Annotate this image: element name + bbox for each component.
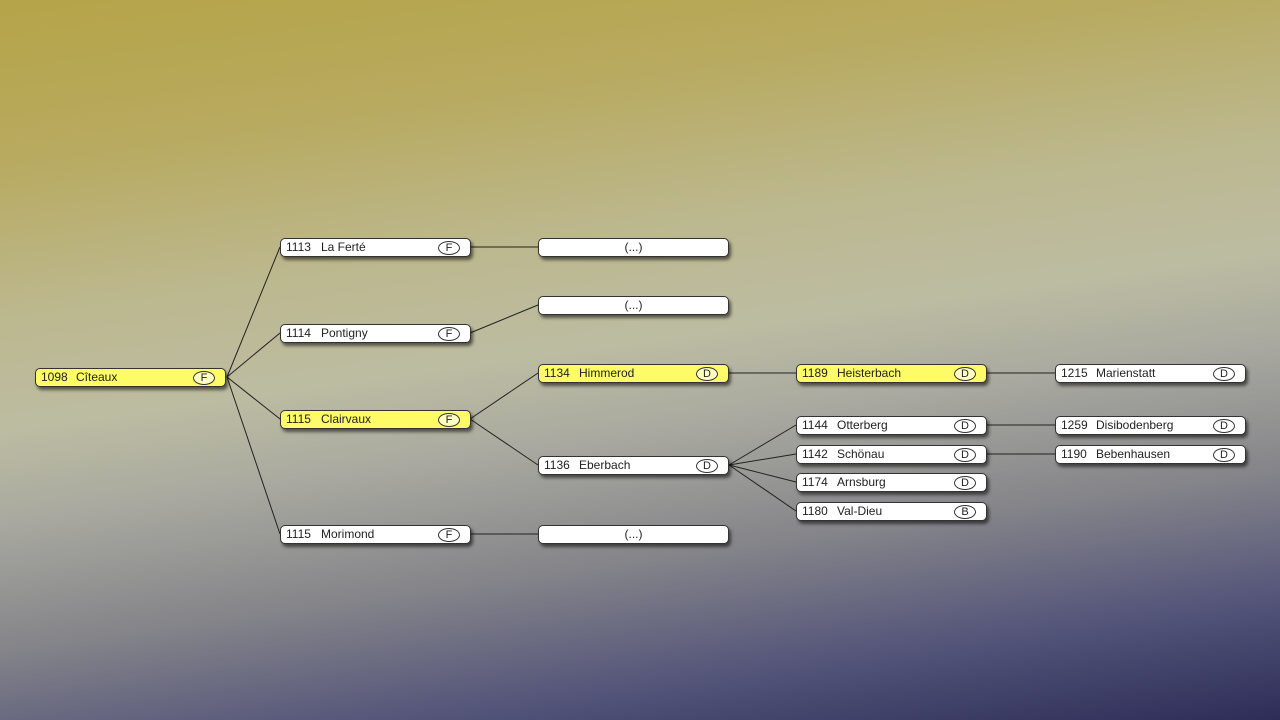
node-name: Schönau [837, 447, 885, 461]
country-badge: F [438, 413, 460, 427]
country-badge: D [954, 448, 976, 462]
country-badge: D [954, 367, 976, 381]
link-citeaux-morimond [226, 376, 281, 535]
node-year: 1189 [802, 366, 828, 380]
node-name: Pontigny [321, 326, 368, 340]
node-year: 1113 [286, 240, 311, 254]
node-name: Arnsburg [837, 475, 886, 489]
country-badge: D [696, 367, 718, 381]
link-eberbach-valdieu [728, 464, 797, 512]
link-pontigny-ellipsis [469, 304, 539, 334]
node-valdieu[interactable]: 1180 Val-Dieu B [796, 502, 987, 521]
node-name: La Ferté [321, 240, 366, 254]
node-year: 1259 [1061, 418, 1088, 432]
ellipsis-label: (...) [624, 527, 643, 541]
node-otterberg[interactable]: 1144 Otterberg D [796, 416, 987, 435]
node-arnsburg[interactable]: 1174 Arnsburg D [796, 473, 987, 492]
node-name: Disibodenberg [1096, 418, 1174, 432]
node-ellipsis-morimond[interactable]: (...) [538, 525, 729, 544]
node-name: Otterberg [837, 418, 888, 432]
node-himmerod[interactable]: 1134 Himmerod D [538, 364, 729, 383]
node-name: Eberbach [579, 458, 631, 472]
node-year: 1142 [802, 447, 828, 461]
node-year: 1098 [41, 370, 68, 384]
node-name: Bebenhausen [1096, 447, 1171, 461]
link-citeaux-clairvaux [226, 376, 281, 420]
ellipsis-label: (...) [624, 240, 643, 254]
country-badge: D [954, 476, 976, 490]
country-badge: D [1213, 448, 1235, 462]
node-marienstatt[interactable]: 1215 Marienstatt D [1055, 364, 1246, 383]
node-name: Marienstatt [1096, 366, 1156, 380]
node-clairvaux[interactable]: 1115 Clairvaux F [280, 410, 471, 429]
country-badge: F [438, 327, 460, 341]
country-badge: D [1213, 419, 1235, 433]
node-laferte[interactable]: 1113 La Ferté F [280, 238, 471, 257]
node-name: Clairvaux [321, 412, 372, 426]
node-year: 1180 [802, 504, 828, 518]
node-year: 1114 [286, 326, 311, 340]
node-name: Morimond [321, 527, 375, 541]
link-eberbach-otterberg [728, 424, 797, 466]
link-eberbach-schoenau [728, 453, 797, 466]
node-year: 1115 [286, 412, 311, 426]
ellipsis-label: (...) [624, 298, 643, 312]
node-pontigny[interactable]: 1114 Pontigny F [280, 324, 471, 343]
node-name: Himmerod [579, 366, 635, 380]
node-year: 1115 [286, 527, 311, 541]
country-badge: D [696, 459, 718, 473]
link-citeaux-laferte [226, 246, 281, 378]
node-ellipsis-pontigny[interactable]: (...) [538, 296, 729, 315]
node-ellipsis-laferte[interactable]: (...) [538, 238, 729, 257]
link-clairvaux-eberbach [469, 418, 539, 466]
node-year: 1190 [1061, 447, 1087, 461]
link-clairvaux-himmerod [469, 372, 539, 420]
node-year: 1215 [1061, 366, 1088, 380]
country-badge: D [954, 419, 976, 433]
node-eberbach[interactable]: 1136 Eberbach D [538, 456, 729, 475]
node-name: Val-Dieu [837, 504, 883, 518]
node-citeaux[interactable]: 1098 Cîteaux F [35, 368, 226, 387]
node-morimond[interactable]: 1115 Morimond F [280, 525, 471, 544]
node-heisterbach[interactable]: 1189 Heisterbach D [796, 364, 987, 383]
node-year: 1144 [802, 418, 828, 432]
country-badge: D [1213, 367, 1235, 381]
link-eberbach-arnsburg [728, 464, 797, 483]
node-year: 1174 [802, 475, 828, 489]
node-disibodenberg[interactable]: 1259 Disibodenberg D [1055, 416, 1246, 435]
country-badge: B [954, 505, 976, 519]
node-name: Cîteaux [76, 370, 118, 384]
country-badge: F [438, 241, 460, 255]
node-year: 1136 [544, 458, 570, 472]
node-bebenhausen[interactable]: 1190 Bebenhausen D [1055, 445, 1246, 464]
node-name: Heisterbach [837, 366, 902, 380]
link-citeaux-pontigny [226, 332, 281, 378]
node-schoenau[interactable]: 1142 Schönau D [796, 445, 987, 464]
node-year: 1134 [544, 366, 570, 380]
country-badge: F [438, 528, 460, 542]
country-badge: F [193, 371, 215, 385]
